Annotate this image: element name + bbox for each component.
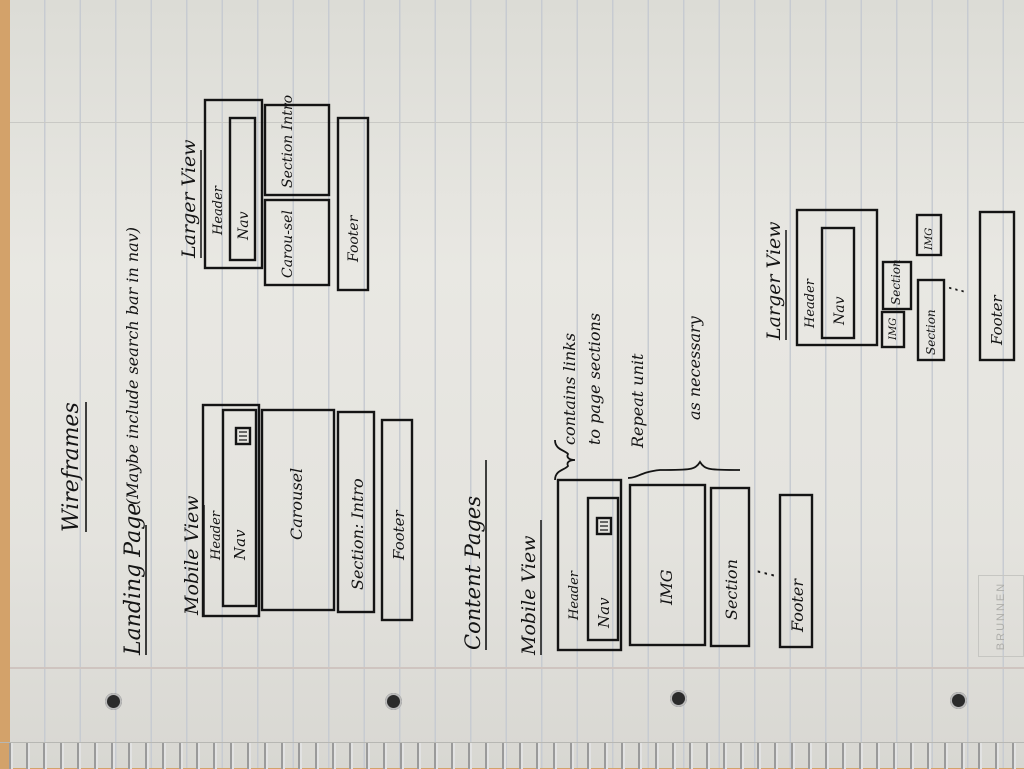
cm-nav-label: Nav xyxy=(595,597,613,629)
landing-larger-label: Larger View xyxy=(178,139,200,259)
hamburger-icon xyxy=(595,516,613,536)
cl-header-label: Header xyxy=(803,278,818,329)
cl-img-label-2: IMG xyxy=(924,228,935,251)
lm-footer-label: Footer xyxy=(390,509,408,561)
lm-intro-box xyxy=(336,410,376,614)
cm-footer-box xyxy=(778,493,814,649)
lm-footer-box xyxy=(380,418,414,622)
cm-ellipsis: ⋮ xyxy=(753,565,777,585)
cl-section-label-2: Section xyxy=(924,309,938,355)
binder-hole xyxy=(385,693,402,710)
repeat-brace xyxy=(627,460,741,479)
ll-carousel-box xyxy=(263,198,331,287)
notebook-page: BRUNNEN xyxy=(10,0,1024,768)
ll-nav-label: Nav xyxy=(236,211,252,241)
spiral-binding xyxy=(0,742,1024,769)
ll-nav-box xyxy=(228,116,257,262)
cm-nav-box xyxy=(586,496,620,642)
page-title: Wireframes xyxy=(59,402,84,532)
lm-intro-label: Section: Intro xyxy=(348,478,367,590)
note-links-1: contains links xyxy=(560,333,579,445)
lm-header-label: Header xyxy=(209,510,224,561)
content-larger-label: Larger View xyxy=(763,221,785,341)
cm-header-box xyxy=(556,478,623,652)
cl-footer-box xyxy=(978,210,1016,362)
content-mobile-label: Mobile View xyxy=(518,536,540,656)
cl-ellipsis: ⋮ xyxy=(946,282,967,300)
cl-img-box-1 xyxy=(880,310,906,349)
cl-section-box-2 xyxy=(916,278,946,362)
cl-nav-box xyxy=(820,226,856,340)
cm-img-box xyxy=(628,483,707,647)
lm-nav-label: Nav xyxy=(231,529,249,561)
note-links-2: to page sections xyxy=(585,313,604,445)
cl-header-box xyxy=(795,208,879,347)
binder-hole xyxy=(950,692,967,709)
note-repeat-1: Repeat unit xyxy=(628,353,647,449)
cl-section-box-1 xyxy=(881,260,913,311)
links-brace xyxy=(554,439,576,481)
lm-carousel-box xyxy=(260,408,336,612)
binder-hole xyxy=(105,693,122,710)
cm-footer-label: Footer xyxy=(788,578,807,633)
cm-header-label: Header xyxy=(567,570,582,621)
cl-footer-label: Footer xyxy=(988,294,1006,346)
ll-header-box xyxy=(203,98,264,270)
cm-img-label: IMG xyxy=(657,569,676,606)
note-repeat-2: as necessary xyxy=(685,315,704,420)
ll-carousel-label: Carou-sel xyxy=(280,210,296,278)
lm-nav-box xyxy=(221,408,258,608)
ll-footer-label: Footer xyxy=(346,214,362,263)
ll-header-label: Header xyxy=(211,185,226,236)
landing-heading: Landing Page xyxy=(121,503,146,656)
binder-hole xyxy=(670,690,687,707)
cl-nav-label: Nav xyxy=(832,296,848,326)
lm-carousel-label: Carousel xyxy=(287,468,306,540)
ll-footer-box xyxy=(336,116,370,292)
lm-header-box xyxy=(201,403,261,618)
cl-img-box-2 xyxy=(915,213,943,257)
cl-section-label-1: Section xyxy=(889,259,903,305)
content-heading: Content Pages xyxy=(461,496,485,650)
cl-img-label-1: IMG xyxy=(888,318,899,341)
ll-intro-box xyxy=(263,103,331,197)
landing-mobile-label: Mobile View xyxy=(181,496,203,616)
page-fold xyxy=(10,0,1024,123)
margin-line xyxy=(10,667,1024,669)
ll-intro-label: Section Intro xyxy=(280,95,296,188)
cm-section-label: Section xyxy=(722,559,741,620)
cm-section-box xyxy=(709,486,751,648)
hamburger-icon xyxy=(234,426,252,446)
landing-note: (Maybe include search bar in nav) xyxy=(123,227,142,505)
